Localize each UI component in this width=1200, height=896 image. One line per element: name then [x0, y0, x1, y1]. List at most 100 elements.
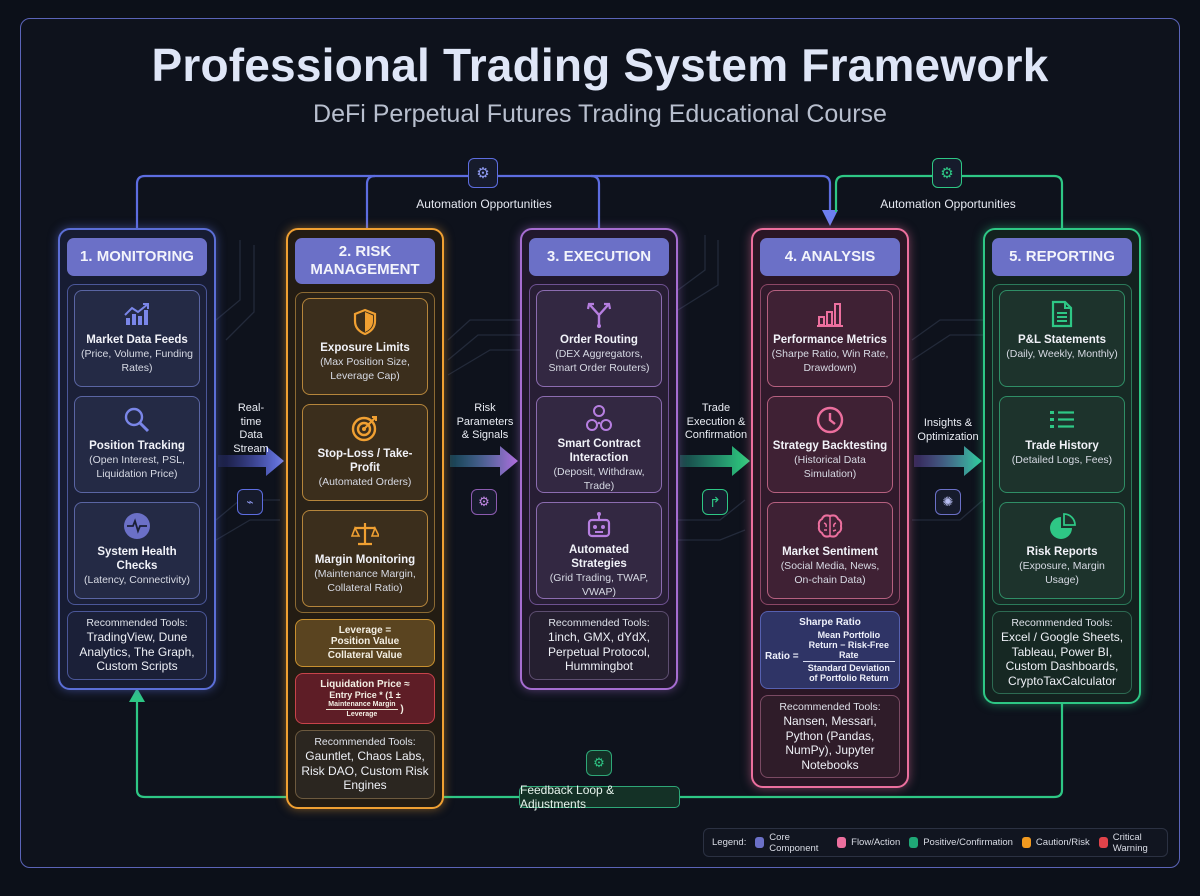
stage-header: 5. REPORTING [992, 238, 1132, 276]
item-name: Performance Metrics [773, 334, 887, 346]
usb-icon: ⌁ [237, 489, 263, 515]
chart-growth-icon [122, 299, 152, 329]
automation-gears-icon: ⚙ [468, 158, 498, 188]
item-margin-monitoring: Margin Monitoring (Maintenance Margin, C… [302, 510, 428, 607]
stage-header: 2. RISK MANAGEMENT [295, 238, 435, 284]
legend-item-label: Caution/Risk [1035, 837, 1090, 848]
legend-title: Legend: [712, 837, 747, 848]
formula-denominator: Standard Deviation of Portfolio Return [807, 663, 890, 683]
item-name: Automated Strategies [568, 544, 630, 570]
routing-icon [584, 299, 614, 329]
item-market-data-feeds: Market Data Feeds (Price, Volume, Fundin… [74, 290, 200, 387]
legend-item-label: Flow/Action [851, 837, 901, 848]
item-desc: (Maintenance Margin, Collateral Ratio) [314, 568, 416, 594]
stage-items: Market Data Feeds (Price, Volume, Fundin… [67, 284, 207, 605]
item-market-sentiment: Market Sentiment (Social Media, News, On… [767, 502, 893, 599]
tools-list: TradingView, Dune Analytics, The Graph, … [79, 630, 195, 673]
flow-label-insights: Insights & Optimization [917, 417, 979, 443]
item-name: Order Routing [560, 334, 638, 346]
item-order-routing: Order Routing (DEX Aggregators, Smart Or… [536, 290, 662, 387]
item-trade-history: Trade History (Detailed Logs, Fees) [999, 396, 1125, 493]
item-performance-metrics: Performance Metrics (Sharpe Ratio, Win R… [767, 290, 893, 387]
contracts-icon [584, 405, 614, 433]
legend-swatch-flow [837, 837, 847, 848]
tools-label: Recommended Tools: [548, 617, 650, 629]
lightbulb-icon: ✺ [935, 489, 961, 515]
item-pnl-statements: P&L Statements (Daily, Weekly, Monthly) [999, 290, 1125, 387]
clock-icon [815, 405, 845, 435]
stage-items: Order Routing (DEX Aggregators, Smart Or… [529, 284, 669, 605]
item-name: Margin Monitoring [314, 554, 416, 566]
legend: Legend: Core Component Flow/Action Posit… [703, 828, 1168, 857]
page-subtitle: DeFi Perpetual Futures Trading Education… [313, 100, 887, 128]
item-desc: (Latency, Connectivity) [83, 574, 190, 586]
legend-swatch-core [755, 837, 765, 848]
tools-list: 1inch, GMX, dYdX, Perpetual Protocol, Hu… [547, 630, 651, 673]
brain-icon [815, 511, 845, 541]
formula-denominator: Collateral Value [327, 650, 403, 661]
item-automated-strategies: Automated Strategies (Grid Trading, TWAP… [536, 502, 662, 599]
tools-list: Excel / Google Sheets, Tableau, Power BI… [1000, 630, 1124, 688]
item-desc: (Deposit, Withdraw, Trade) [553, 466, 645, 492]
tools-label: Recommended Tools: [1011, 617, 1113, 629]
formula-lhs: Leverage = [338, 625, 392, 636]
flow-arrows [218, 446, 982, 476]
gears-icon: ⚙ [471, 489, 497, 515]
item-strategy-backtesting: Strategy Backtesting (Historical Data Si… [767, 396, 893, 493]
legend-item-label: Core Component [769, 831, 819, 854]
stage-header: 1. MONITORING [67, 238, 207, 276]
item-name: Exposure Limits [320, 342, 410, 354]
document-icon [1047, 299, 1077, 329]
item-exposure-limits: Exposure Limits (Max Position Size, Leve… [302, 298, 428, 395]
item-desc: (Exposure, Margin Usage) [1019, 560, 1105, 586]
item-name: P&L Statements [1018, 334, 1106, 346]
formula-lhs: Entry Price * (1 ± [329, 690, 401, 700]
tools-label: Recommended Tools: [314, 736, 416, 748]
item-risk-reports: Risk Reports (Exposure, Margin Usage) [999, 502, 1125, 599]
flow-label-trade-execution: Trade Execution & Confirmation [684, 402, 748, 441]
shield-icon [350, 307, 380, 337]
automation-label-right: Automation Opportunities [880, 197, 1016, 211]
formula-lhs: Ratio = [765, 651, 799, 662]
item-desc: (DEX Aggregators, Smart Order Routers) [548, 348, 650, 374]
item-stop-loss-take-profit: Stop-Loss / Take-Profit (Automated Order… [302, 404, 428, 501]
formula-rhs: ) [400, 704, 404, 716]
item-desc: (Daily, Weekly, Monthly) [1006, 348, 1118, 360]
stage-items: Performance Metrics (Sharpe Ratio, Win R… [760, 284, 900, 605]
scales-icon [350, 519, 380, 549]
recommended-tools: Recommended Tools: Nansen, Messari, Pyth… [760, 695, 900, 778]
legend-item-label: Positive/Confirmation [923, 837, 1013, 848]
feedback-loop-label: Feedback Loop & Adjustments [519, 783, 680, 811]
item-smart-contract-interaction: Smart Contract Interaction (Deposit, Wit… [536, 396, 662, 493]
item-desc: (Sharpe Ratio, Win Rate, Drawdown) [771, 348, 889, 374]
legend-swatch-critical [1098, 837, 1108, 848]
stage-items: Exposure Limits (Max Position Size, Leve… [295, 292, 435, 613]
share-arrow-icon: ↱ [702, 489, 728, 515]
tools-list: Gauntlet, Chaos Labs, Risk DAO, Custom R… [301, 749, 429, 792]
item-desc: (Price, Volume, Funding Rates) [80, 348, 194, 374]
tools-label: Recommended Tools: [779, 701, 881, 713]
automation-label-left: Automation Opportunities [416, 197, 552, 211]
recommended-tools: Recommended Tools: TradingView, Dune Ana… [67, 611, 207, 680]
item-system-health-checks: System Health Checks (Latency, Connectiv… [74, 502, 200, 599]
stage-header: 3. EXECUTION [529, 238, 669, 276]
stage-reporting: 5. REPORTING P&L Statements (Daily, Week… [983, 228, 1141, 704]
formula-numerator: Mean Portfolio Return − Risk-Free Rate [802, 630, 895, 662]
magnifier-icon [122, 405, 152, 435]
stage-items: P&L Statements (Daily, Weekly, Monthly) … [992, 284, 1132, 605]
formula-numerator: Position Value [328, 636, 402, 649]
automation-gears-icon: ⚙ [932, 158, 962, 188]
sharpe-ratio-formula: Sharpe Ratio Ratio = Mean Portfolio Retu… [760, 611, 900, 689]
formula-numerator: Maintenance Margin [326, 701, 398, 710]
item-name: Trade History [1025, 440, 1099, 452]
item-desc: (Historical Data Simulation) [794, 454, 866, 480]
item-name: Market Data Feeds [86, 334, 188, 346]
item-position-tracking: Position Tracking (Open Interest, PSL, L… [74, 396, 200, 493]
item-name: Smart Contract Interaction [557, 438, 641, 464]
stage-analysis: 4. ANALYSIS Performance Metrics (Sharpe … [751, 228, 909, 788]
item-name: Risk Reports [1026, 546, 1098, 558]
